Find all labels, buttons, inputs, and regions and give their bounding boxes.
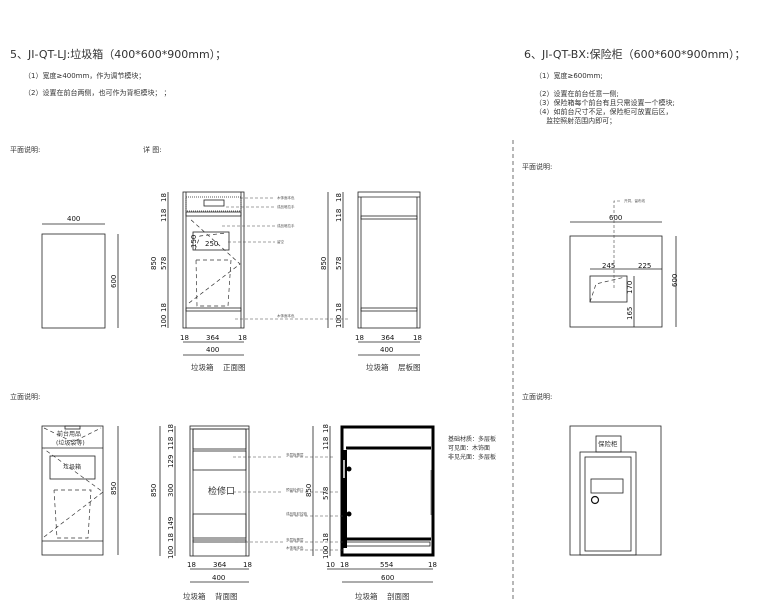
dimension-label: 225	[638, 262, 651, 270]
safe-note-1: （1）宽度≥600mm;	[535, 71, 603, 80]
dimension-label: 成品暗拉手	[277, 204, 295, 209]
dimension-label: 554	[380, 561, 394, 569]
dimension-label: 850	[110, 482, 118, 495]
trash-plan-view: 400 600	[41, 215, 119, 329]
dimension-label: 250	[205, 240, 218, 248]
dimension-label: 578	[335, 257, 343, 270]
dimension-label: 400	[212, 574, 225, 582]
dimension-label: 400	[67, 215, 80, 223]
back-view-caption: 垃圾箱 背面图	[183, 591, 238, 601]
safe-plan-label: 平面说明:	[522, 162, 552, 171]
elevation-label: 立面说明:	[10, 392, 40, 401]
dimension-label: 预留检修口	[286, 487, 304, 492]
dimension-label: 18	[428, 561, 437, 569]
dimension-label: 18	[355, 334, 364, 342]
dimension-label: 400	[380, 346, 393, 354]
dimension-label: 18	[340, 561, 349, 569]
dimension-label: 18	[187, 561, 196, 569]
material-note-3: 非见光面：多层板	[448, 453, 496, 461]
safe-plan-view: 600 600 245 225 170 165 开洞，留布线	[569, 198, 679, 328]
dimension-label: 18	[167, 533, 175, 542]
dimension-label: 118	[160, 209, 168, 222]
dimension-label: 100	[335, 315, 343, 328]
elev-label-supplies: 前台用品	[57, 430, 81, 438]
dimension-label: 木饰面本色	[286, 545, 304, 550]
dimension-label: 850	[305, 484, 313, 497]
section-title-trash-bin: 5、JI-QT-LJ:垃圾箱（400*600*900mm）；	[10, 47, 226, 61]
dimension-label: 木饰面本色	[277, 195, 295, 200]
dimension-label: 18	[243, 561, 252, 569]
dimension-label: 成品阻尼铰链	[286, 511, 307, 516]
dimension-label: 165	[626, 307, 634, 320]
dimension-label: 18	[238, 334, 247, 342]
detail-label: 详 图:	[143, 145, 162, 154]
dimension-label: 18	[180, 334, 189, 342]
dimension-label: 364	[206, 334, 220, 342]
material-note-1: 基础材质：多层板	[448, 435, 496, 443]
dimension-label: 149	[167, 517, 175, 530]
trash-back-view: 检修口 18 118 129 300 149 18 100 850 18 364…	[150, 424, 283, 601]
dimension-label: 开洞，留布线	[624, 198, 645, 203]
dimension-label: 850	[320, 257, 328, 270]
dimension-label: 18	[413, 334, 422, 342]
safe-elevation-label: 立面说明:	[522, 392, 552, 401]
safe-label: 保险柜	[598, 439, 618, 448]
plan-label: 平面说明:	[10, 145, 40, 154]
dimension-label: 150	[190, 235, 198, 248]
dimension-label: 129	[167, 455, 175, 468]
dimension-label: 850	[150, 257, 158, 270]
dimension-label: 10	[326, 561, 335, 569]
elev-label-bin: 垃圾箱	[63, 463, 81, 471]
dimension-label: 18	[160, 193, 168, 202]
dimension-label: 600	[671, 274, 679, 287]
dimension-label: 100	[160, 315, 168, 328]
dimension-label: 600	[609, 214, 622, 222]
trash-note-2: （2）设置在前台两侧，也可作为背柜模块； ；	[24, 88, 171, 97]
dimension-label: 170	[626, 281, 634, 294]
dimension-label: 578	[160, 257, 168, 270]
safe-note-2: （2）设置在前台任意一侧;	[535, 89, 619, 98]
dimension-label: 18	[167, 424, 175, 433]
elev-label-bags: (垃圾袋等)	[56, 439, 85, 447]
trash-note-1: （1）宽度≥400mm，作为调节模块；	[24, 71, 145, 80]
dimension-label: 400	[206, 346, 219, 354]
service-opening-label: 检修口	[208, 485, 235, 497]
dimension-label: 留空	[277, 239, 285, 244]
dimension-label: 18	[160, 303, 168, 312]
dimension-label: 多层板基层	[286, 537, 304, 542]
section-title-safe: 6、JI-QT-BX:保险柜（600*600*900mm）；	[524, 47, 746, 61]
dimension-label: 300	[167, 484, 175, 497]
trash-front-view: 250 150 18 118 578 18 100 850 18 364 18 …	[150, 191, 350, 372]
shelf-view-caption: 垃圾箱 层板图	[366, 362, 421, 372]
dimension-label: 多层板基层	[286, 452, 304, 457]
safe-note-5: 监控照射范围内即可；	[535, 116, 616, 125]
dimension-label: 18	[322, 533, 330, 542]
dimension-label: 118	[167, 437, 175, 450]
dimension-label: 100	[167, 546, 175, 559]
dimension-label: 364	[381, 334, 395, 342]
safe-elevation-view: 保险柜	[569, 425, 662, 556]
safe-note-3: （3）保险箱每个前台有且只需设置一个模块;	[535, 98, 675, 107]
dimension-label: 600	[110, 275, 118, 288]
dimension-label: 364	[213, 561, 227, 569]
dimension-label: 118	[335, 209, 343, 222]
dimension-label: 850	[150, 484, 158, 497]
trash-shelf-view: 18 118 578 18 100 850 18 364 18 400 垃圾箱 …	[320, 191, 422, 372]
material-note-2: 可见面：木饰面	[448, 444, 490, 452]
safe-note-4: （4）如前台尺寸不足，保险柜可放置后区，	[535, 107, 672, 116]
dimension-label: 18	[335, 193, 343, 202]
dimension-label: 245	[602, 262, 615, 270]
dimension-label: 18	[322, 424, 330, 433]
dimension-label: 木饰面本色	[277, 313, 295, 318]
dimension-label: 118	[322, 437, 330, 450]
dimension-label: 18	[335, 303, 343, 312]
dimension-label: 100	[322, 546, 330, 559]
trash-section-view: 多层板基层 预留检修口 成品阻尼铰链 多层板基层 木饰面本色 18 118 57…	[286, 424, 437, 601]
front-view-caption: 垃圾箱 正面图	[191, 362, 246, 372]
trash-elevation-view: 前台用品 (垃圾袋等) 垃圾箱 850	[41, 425, 119, 556]
section-view-caption: 垃圾箱 剖面图	[355, 591, 410, 601]
dimension-label: 600	[381, 574, 394, 582]
dimension-label: 成品暗拉手	[277, 223, 295, 228]
dimension-label: 578	[322, 487, 330, 500]
